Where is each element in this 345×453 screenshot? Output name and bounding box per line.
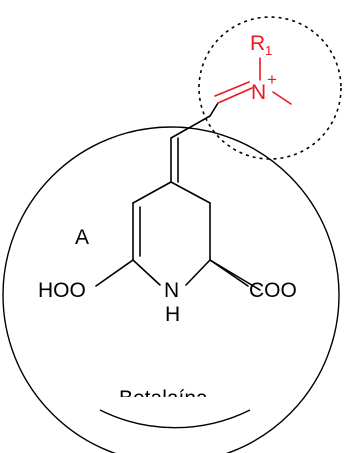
region-label-a: A xyxy=(75,226,89,249)
bond-n-methyl xyxy=(272,91,292,105)
structure-bonds xyxy=(95,102,261,291)
iminium-nitrogen-label: N xyxy=(251,81,266,104)
bond-chain-up xyxy=(209,102,219,117)
bond-c3-c4 xyxy=(170,181,211,204)
bond-c6-hoo xyxy=(95,259,134,287)
enclosing-circle-bottom-arc xyxy=(99,409,251,429)
betalain-enclosing-circle xyxy=(2,126,340,453)
bond-c2-coo xyxy=(209,259,249,287)
iminium-bonds xyxy=(214,57,292,105)
bond-iminium-double-b xyxy=(214,81,250,97)
bond-iminium-double-a xyxy=(217,87,253,104)
caption-crop-mask xyxy=(100,397,250,417)
coo-label: COO xyxy=(249,279,297,302)
bond-n-c2 xyxy=(185,259,211,286)
substituent-r-label: R xyxy=(250,32,265,55)
hoo-label: HOO xyxy=(38,279,86,302)
iminium-highlight-dashed-circle xyxy=(198,16,342,160)
bond-c4-c5 xyxy=(132,181,172,204)
iminium-charge-label: + xyxy=(267,70,277,89)
bond-vinyl-chain xyxy=(170,115,211,139)
substituent-index-label: 1 xyxy=(265,43,272,58)
bond-c6-n xyxy=(132,259,161,286)
ring-hydrogen-label: H xyxy=(165,303,180,326)
ring-nitrogen-label: N xyxy=(164,279,179,302)
